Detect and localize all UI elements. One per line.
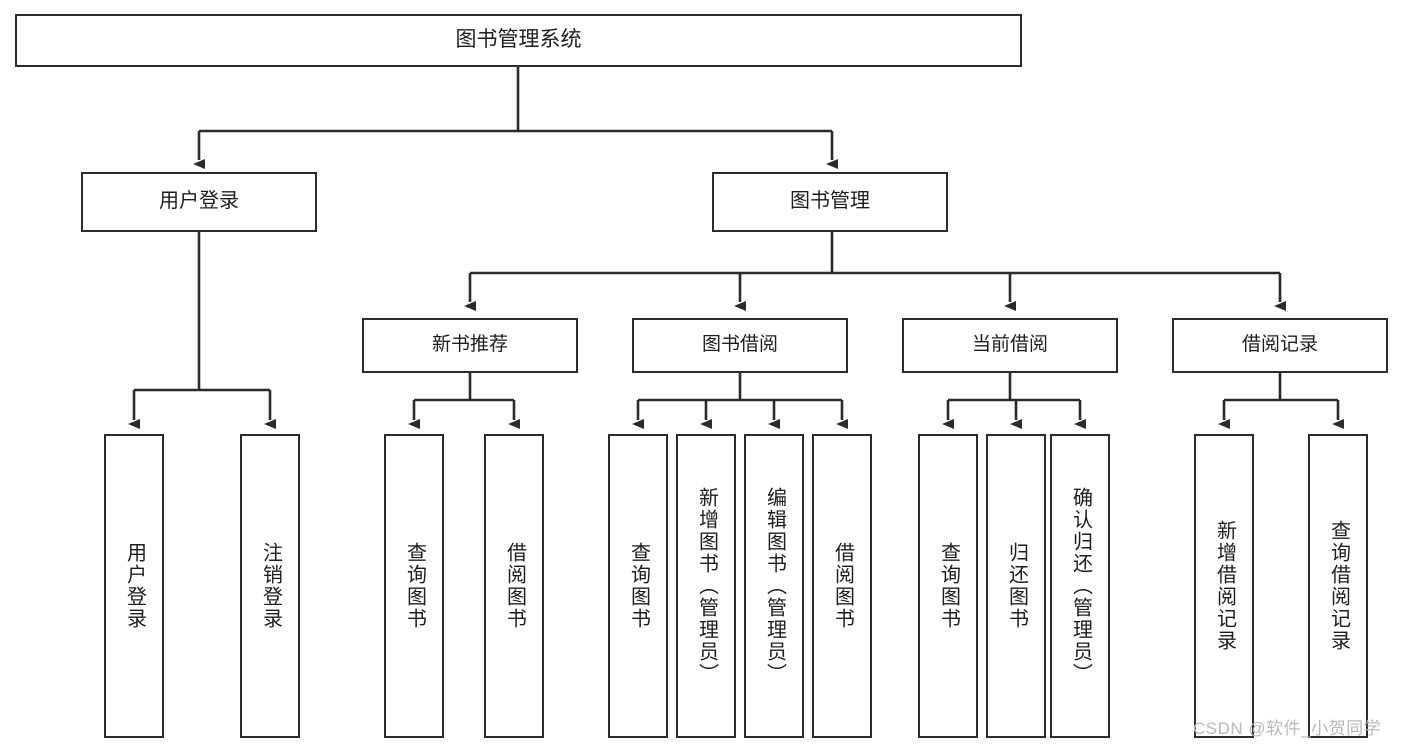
node-label: 确认归还（管理员） [1069,487,1092,685]
leaf-query-borrow-record[interactable]: 查询借阅记录 [1308,434,1368,738]
leaf-confirm-return[interactable]: 确认归还（管理员） [1050,434,1110,738]
node-label: 新增借阅记录 [1213,520,1236,652]
node-label: 编辑图书（管理员） [763,487,786,685]
node-label: 图书借阅 [701,334,778,356]
node-label: 图书管理 [790,190,870,213]
node-label: 借阅图书 [831,542,854,630]
leaf-borrow-book[interactable]: 借阅图书 [812,434,872,738]
leaf-query-book-current[interactable]: 查询图书 [918,434,978,738]
node-label: 当前借阅 [971,334,1048,356]
node-current-borrow[interactable]: 当前借阅 [902,318,1118,373]
leaf-edit-book[interactable]: 编辑图书（管理员） [744,434,804,738]
node-label: 借阅记录 [1241,334,1318,356]
leaf-query-book-recommend[interactable]: 查询图书 [384,434,444,738]
node-label: 借阅图书 [503,542,526,630]
node-label: 用户登录 [123,542,146,630]
leaf-add-book[interactable]: 新增图书（管理员） [676,434,736,738]
leaf-add-borrow-record[interactable]: 新增借阅记录 [1194,434,1254,738]
node-borrow-record[interactable]: 借阅记录 [1172,318,1388,373]
leaf-user-login[interactable]: 用户登录 [104,434,164,738]
node-label: 新增图书（管理员） [695,487,718,685]
node-user-login[interactable]: 用户登录 [81,172,317,232]
node-book-borrow[interactable]: 图书借阅 [632,318,848,373]
node-label: 新书推荐 [431,334,508,356]
node-label: 查询图书 [403,542,426,630]
node-label: 查询图书 [627,542,650,630]
node-new-book-recommend[interactable]: 新书推荐 [362,318,578,373]
node-label: 查询借阅记录 [1327,520,1350,652]
leaf-query-book-borrow[interactable]: 查询图书 [608,434,668,738]
node-label: 查询图书 [937,542,960,630]
node-book-management-system[interactable]: 图书管理系统 [15,14,1022,67]
node-label: 用户登录 [159,190,239,213]
node-label: 归还图书 [1005,542,1028,630]
leaf-borrow-book-recommend[interactable]: 借阅图书 [484,434,544,738]
leaf-user-logout[interactable]: 注销登录 [240,434,300,738]
node-book-management[interactable]: 图书管理 [712,172,948,232]
node-label: 图书管理系统 [455,28,582,52]
leaf-return-book[interactable]: 归还图书 [986,434,1046,738]
node-label: 注销登录 [259,542,282,630]
